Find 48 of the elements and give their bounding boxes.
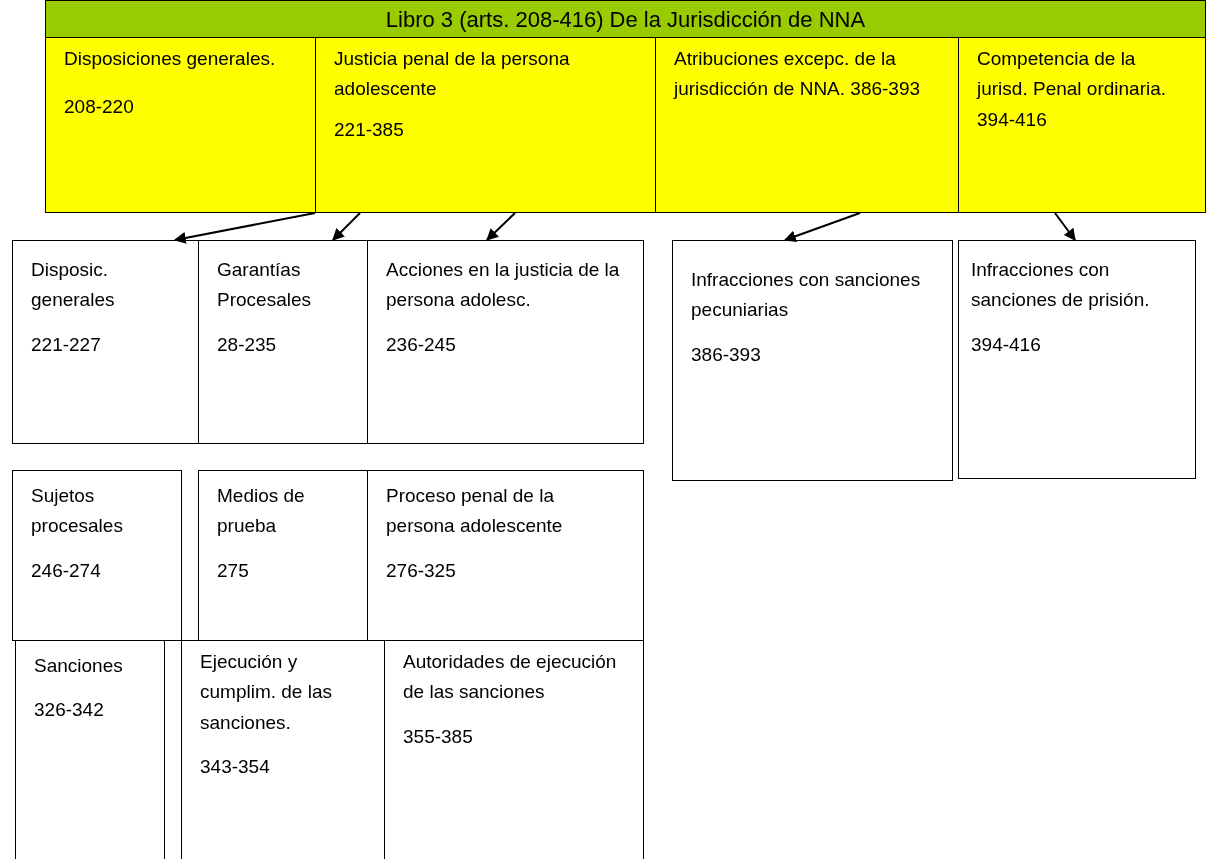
section-box: [367, 240, 644, 444]
arrow: [173, 212, 316, 244]
section-title: Autoridades de ejecución de las sanciones: [403, 650, 618, 705]
section-box: [45, 37, 316, 213]
article-range: 386-393: [691, 342, 762, 367]
article-range: 221-227: [31, 332, 102, 357]
section-title: Medios de prueba: [217, 484, 306, 539]
heading-text: Libro 3 (arts. 208-416) De la Jurisdicción de NNA: [384, 6, 867, 34]
arrow: [783, 212, 861, 242]
section-title: Proceso penal de la persona adolescente: [386, 484, 564, 539]
section-title: Sujetos procesales: [31, 484, 124, 539]
article-range: 394-416: [971, 332, 1042, 357]
section-title: Ejecución y cumplim. de las sanciones.: [200, 650, 333, 735]
arrow: [1054, 212, 1076, 241]
section-box: [958, 37, 1206, 213]
section-box: [12, 470, 182, 641]
article-range: 355-385: [403, 724, 474, 749]
section-box: [12, 240, 199, 444]
section-title: Sanciones: [34, 654, 124, 678]
arrow: [332, 212, 361, 241]
article-range: 343-354: [200, 755, 271, 780]
section-title: Competencia de la jurisd. Penal ordinaria. 394-416: [977, 47, 1168, 132]
article-range: 28-235: [217, 332, 278, 357]
arrow: [486, 212, 516, 241]
section-title: Disposic. generales: [31, 258, 116, 313]
section-title: Atribuciones excepc. de la jurisdicción de NNA. 386-393: [674, 47, 922, 102]
section-box: [672, 240, 953, 481]
section-box: [198, 470, 368, 641]
article-range: 208-220: [64, 95, 135, 120]
section-box: [655, 37, 959, 213]
article-range: 276-325: [386, 558, 457, 583]
article-range: 246-274: [31, 558, 102, 583]
section-box: [958, 240, 1196, 479]
section-title: Infracciones con sanciones de prisión.: [971, 258, 1151, 313]
section-title: Acciones en la justicia de la persona adolesc.: [386, 258, 621, 313]
article-range: 236-245: [386, 332, 457, 357]
section-title: Justicia penal de la persona adolescente: [334, 47, 571, 102]
article-range: 326-342: [34, 698, 105, 723]
section-title: Garantías Procesales: [217, 258, 312, 313]
article-range: 275: [217, 558, 250, 583]
article-range: 221-385: [334, 117, 405, 142]
section-box: [198, 240, 368, 444]
section-title: Disposiciones generales.: [64, 47, 277, 71]
heading-band: [45, 0, 1206, 38]
section-title: Infracciones con sanciones pecuniarias: [691, 268, 922, 323]
section-box: [367, 470, 644, 641]
section-box: [15, 640, 165, 859]
section-box: [315, 37, 656, 213]
